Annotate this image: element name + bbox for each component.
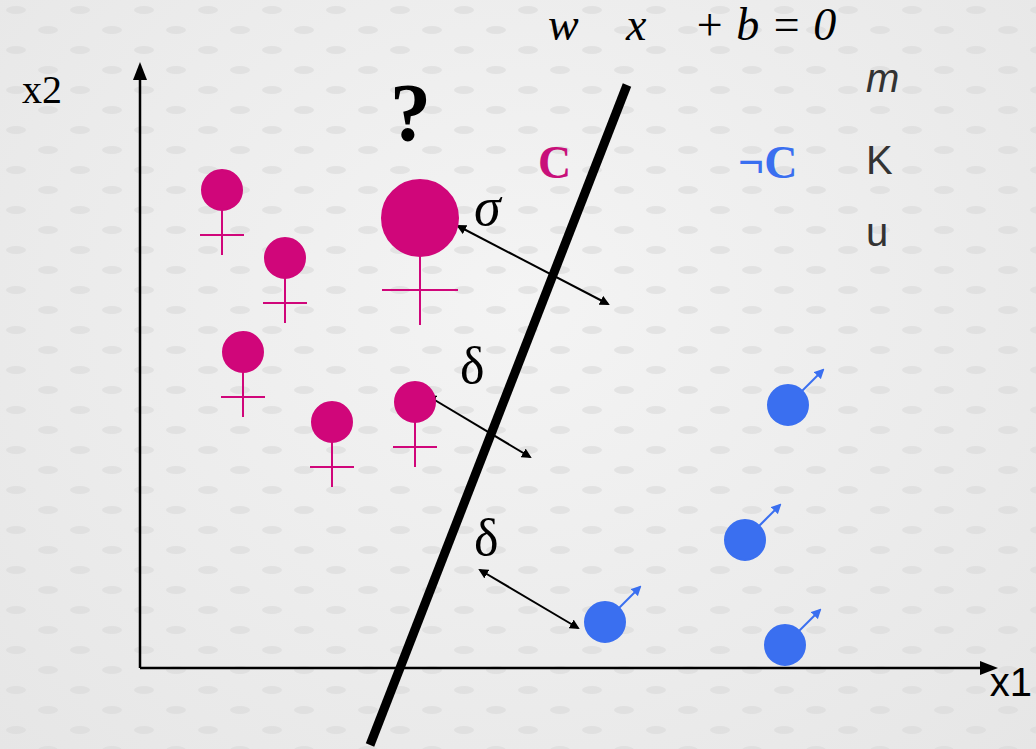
axis-label: x2 bbox=[22, 70, 62, 110]
class-label: ¬C bbox=[738, 140, 797, 186]
male-points bbox=[585, 370, 823, 665]
distance-arrows bbox=[428, 226, 608, 628]
class-label: C bbox=[538, 140, 571, 186]
margin-symbol: δ bbox=[474, 512, 499, 564]
hyperplane-line bbox=[370, 85, 627, 745]
cut-text: K bbox=[866, 140, 893, 180]
cut-text: m bbox=[866, 58, 899, 98]
female-points bbox=[200, 170, 458, 487]
margin-symbol: σ bbox=[474, 180, 501, 234]
axes bbox=[133, 62, 998, 675]
query-mark: ? bbox=[390, 72, 431, 154]
margin-symbol: δ bbox=[460, 340, 485, 392]
cut-text: u bbox=[866, 212, 888, 252]
axis-label: x1 bbox=[990, 662, 1032, 702]
hyperplane-equation: w⃗ x⃗ + b = 0 bbox=[548, 2, 836, 48]
